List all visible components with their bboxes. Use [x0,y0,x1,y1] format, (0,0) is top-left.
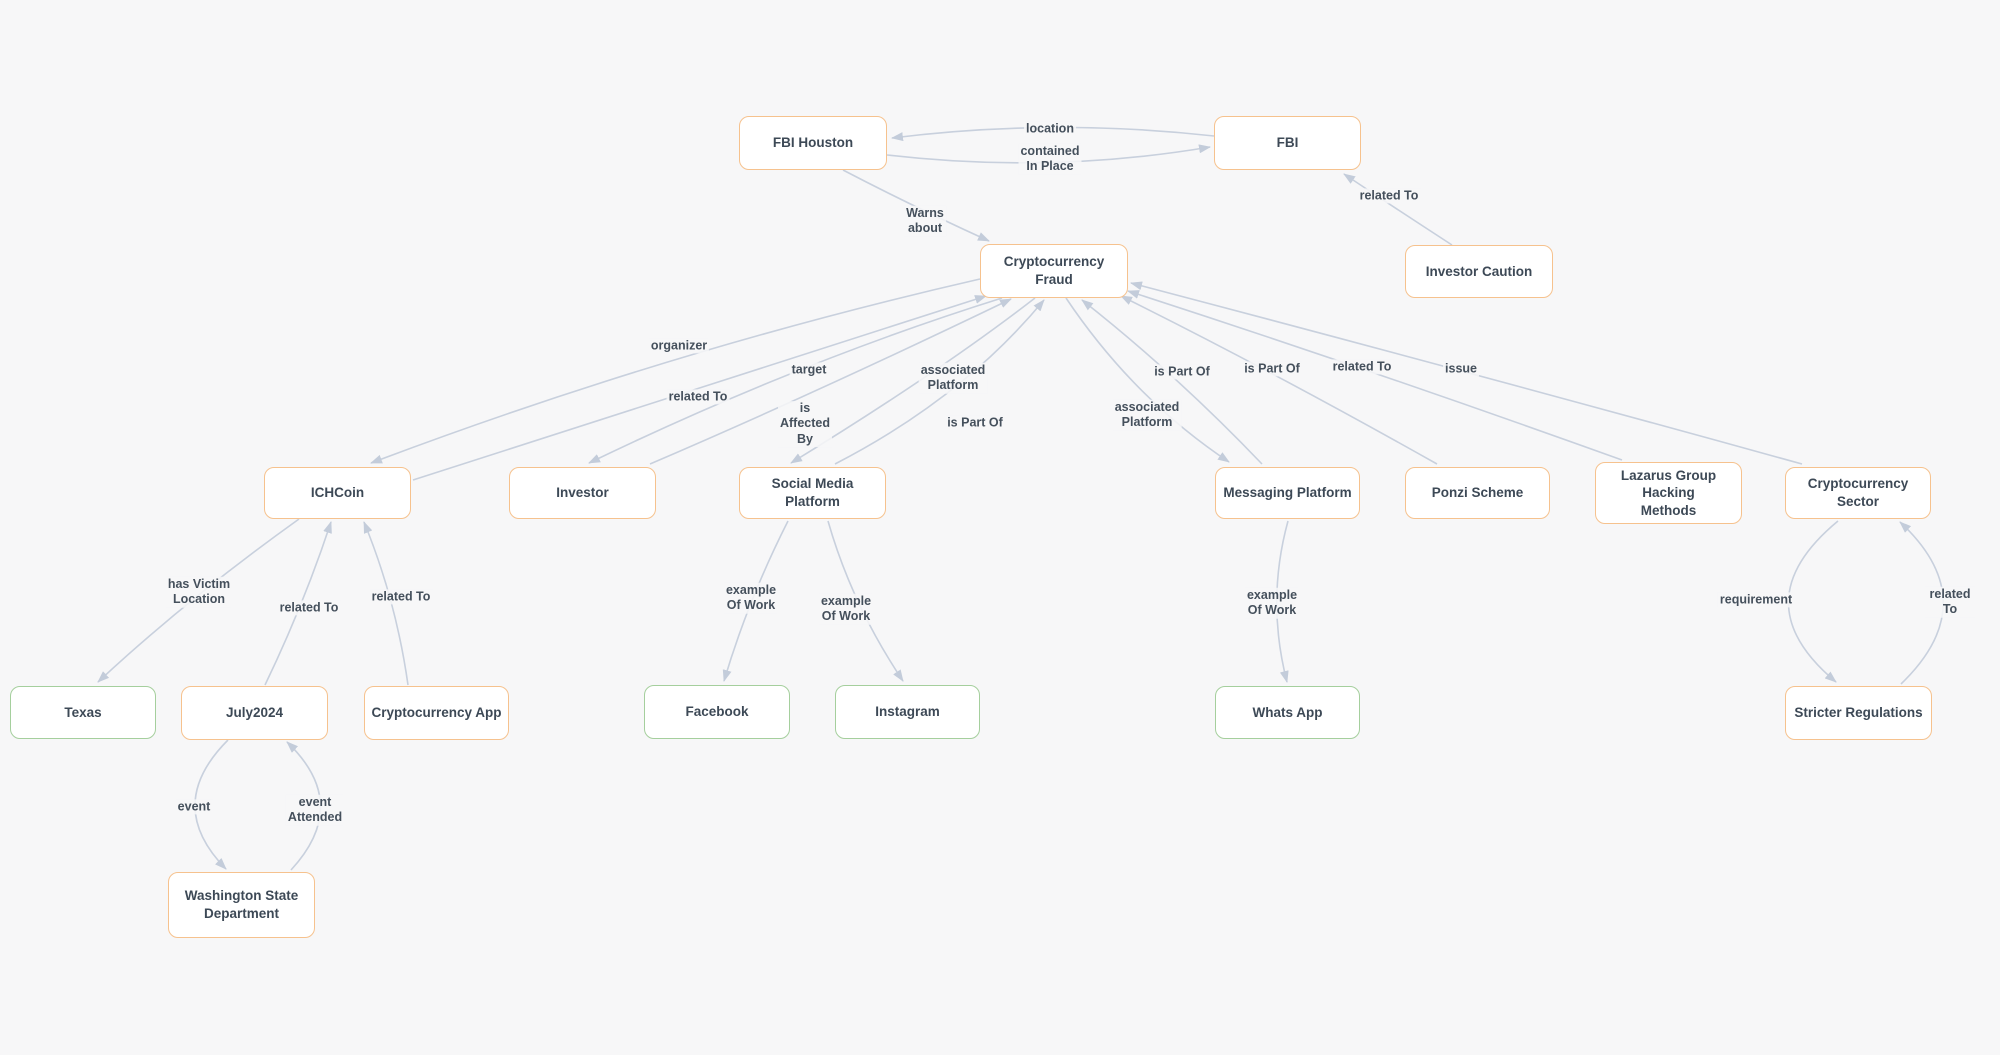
edge-is-part-of-ponzi-line [1120,295,1438,465]
edge-event-line [194,739,229,870]
node-july2024[interactable]: July2024 [181,686,328,740]
node-instagram[interactable]: Instagram [835,685,980,739]
node-investor[interactable]: Investor [509,467,656,519]
node-ponzi-scheme[interactable]: Ponzi Scheme [1405,467,1550,519]
edge-location-line [891,126,1215,142]
edge-related-to-investor-caution-fbi-line [1343,173,1453,246]
edge-contained-in-place-line [886,144,1211,164]
edge-is-affected-by-line [649,298,1012,465]
edge-related-to-stricter-regulations-line [1899,521,1944,685]
edge-related-to-lazarus-line [1127,290,1623,461]
edge-example-of-work-instagram-line [827,520,904,682]
edge-related-to-july2024-line [264,521,332,686]
edge-associated-platform-mp-line [1065,297,1230,463]
edge-is-part-of-smp-line [834,299,1045,465]
node-stricter-regulations[interactable]: Stricter Regulations [1785,686,1932,740]
edge-target-line [588,297,1003,464]
node-whats-app[interactable]: Whats App [1215,686,1360,739]
edge-related-to-crypto-app-line [363,521,409,686]
node-washington-state-department[interactable]: Washington State Department [168,872,315,938]
edge-warns-about-line [842,169,990,242]
node-investor-caution[interactable]: Investor Caution [1405,245,1553,298]
node-fbi-houston[interactable]: FBI Houston [739,116,887,170]
node-messaging-platform[interactable]: Messaging Platform [1215,467,1360,519]
edge-issue-line [1130,281,1803,465]
edge-organizer-line [370,278,981,464]
node-fbi[interactable]: FBI [1214,116,1361,170]
edge-associated-platform-smp-line [790,297,1036,464]
edge-has-victim-location-line [97,518,300,683]
edge-requirement-line [1787,520,1839,683]
node-texas[interactable]: Texas [10,686,156,739]
node-cryptocurrency-sector[interactable]: Cryptocurrency Sector [1785,467,1931,519]
node-social-media-platform[interactable]: Social Media Platform [739,467,886,519]
edge-example-of-work-whatsapp-line [1275,520,1289,683]
node-lazarus-group-hacking-methods[interactable]: Lazarus Group Hacking Methods [1595,462,1742,524]
node-ichcoin[interactable]: ICHCoin [264,467,411,519]
edge-is-part-of-mp-line [1081,299,1263,465]
edge-event-attended-line [286,741,322,871]
edge-example-of-work-facebook-line [722,520,789,682]
node-facebook[interactable]: Facebook [644,685,790,739]
node-cryptocurrency-fraud[interactable]: Cryptocurrency Fraud [980,244,1128,298]
edge-related-to-ichcoin-fraud-line [412,295,987,481]
node-cryptocurrency-app[interactable]: Cryptocurrency App [364,686,509,740]
